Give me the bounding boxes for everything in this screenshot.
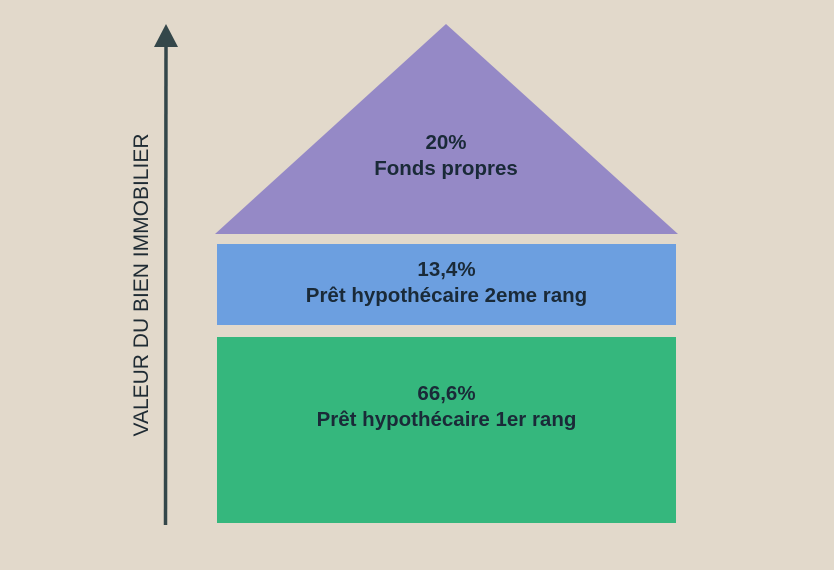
value-axis-arrow xyxy=(154,24,178,526)
roof-percent: 20% xyxy=(425,131,467,154)
roof-triangle-equity xyxy=(215,24,678,234)
middle-percent: 13,4% xyxy=(417,258,476,281)
axis-label: VALEUR DU BIEN IMMOBILIER xyxy=(130,133,153,437)
base-percent: 66,6% xyxy=(417,382,476,405)
roof-text: 20% Fonds propres xyxy=(296,130,596,182)
base-text: 66,6% Prêt hypothécaire 1er rang xyxy=(217,381,676,433)
middle-label: Prêt hypothécaire 2eme rang xyxy=(305,284,588,307)
middle-rect-second-mortgage xyxy=(217,244,676,325)
arrowhead-icon xyxy=(154,24,178,47)
base-label: Prêt hypothécaire 1er rang xyxy=(316,408,577,431)
middle-text: 13,4% Prêt hypothécaire 2eme rang xyxy=(217,257,676,309)
base-rect-first-mortgage xyxy=(217,337,676,523)
roof-label: Fonds propres xyxy=(374,157,518,180)
